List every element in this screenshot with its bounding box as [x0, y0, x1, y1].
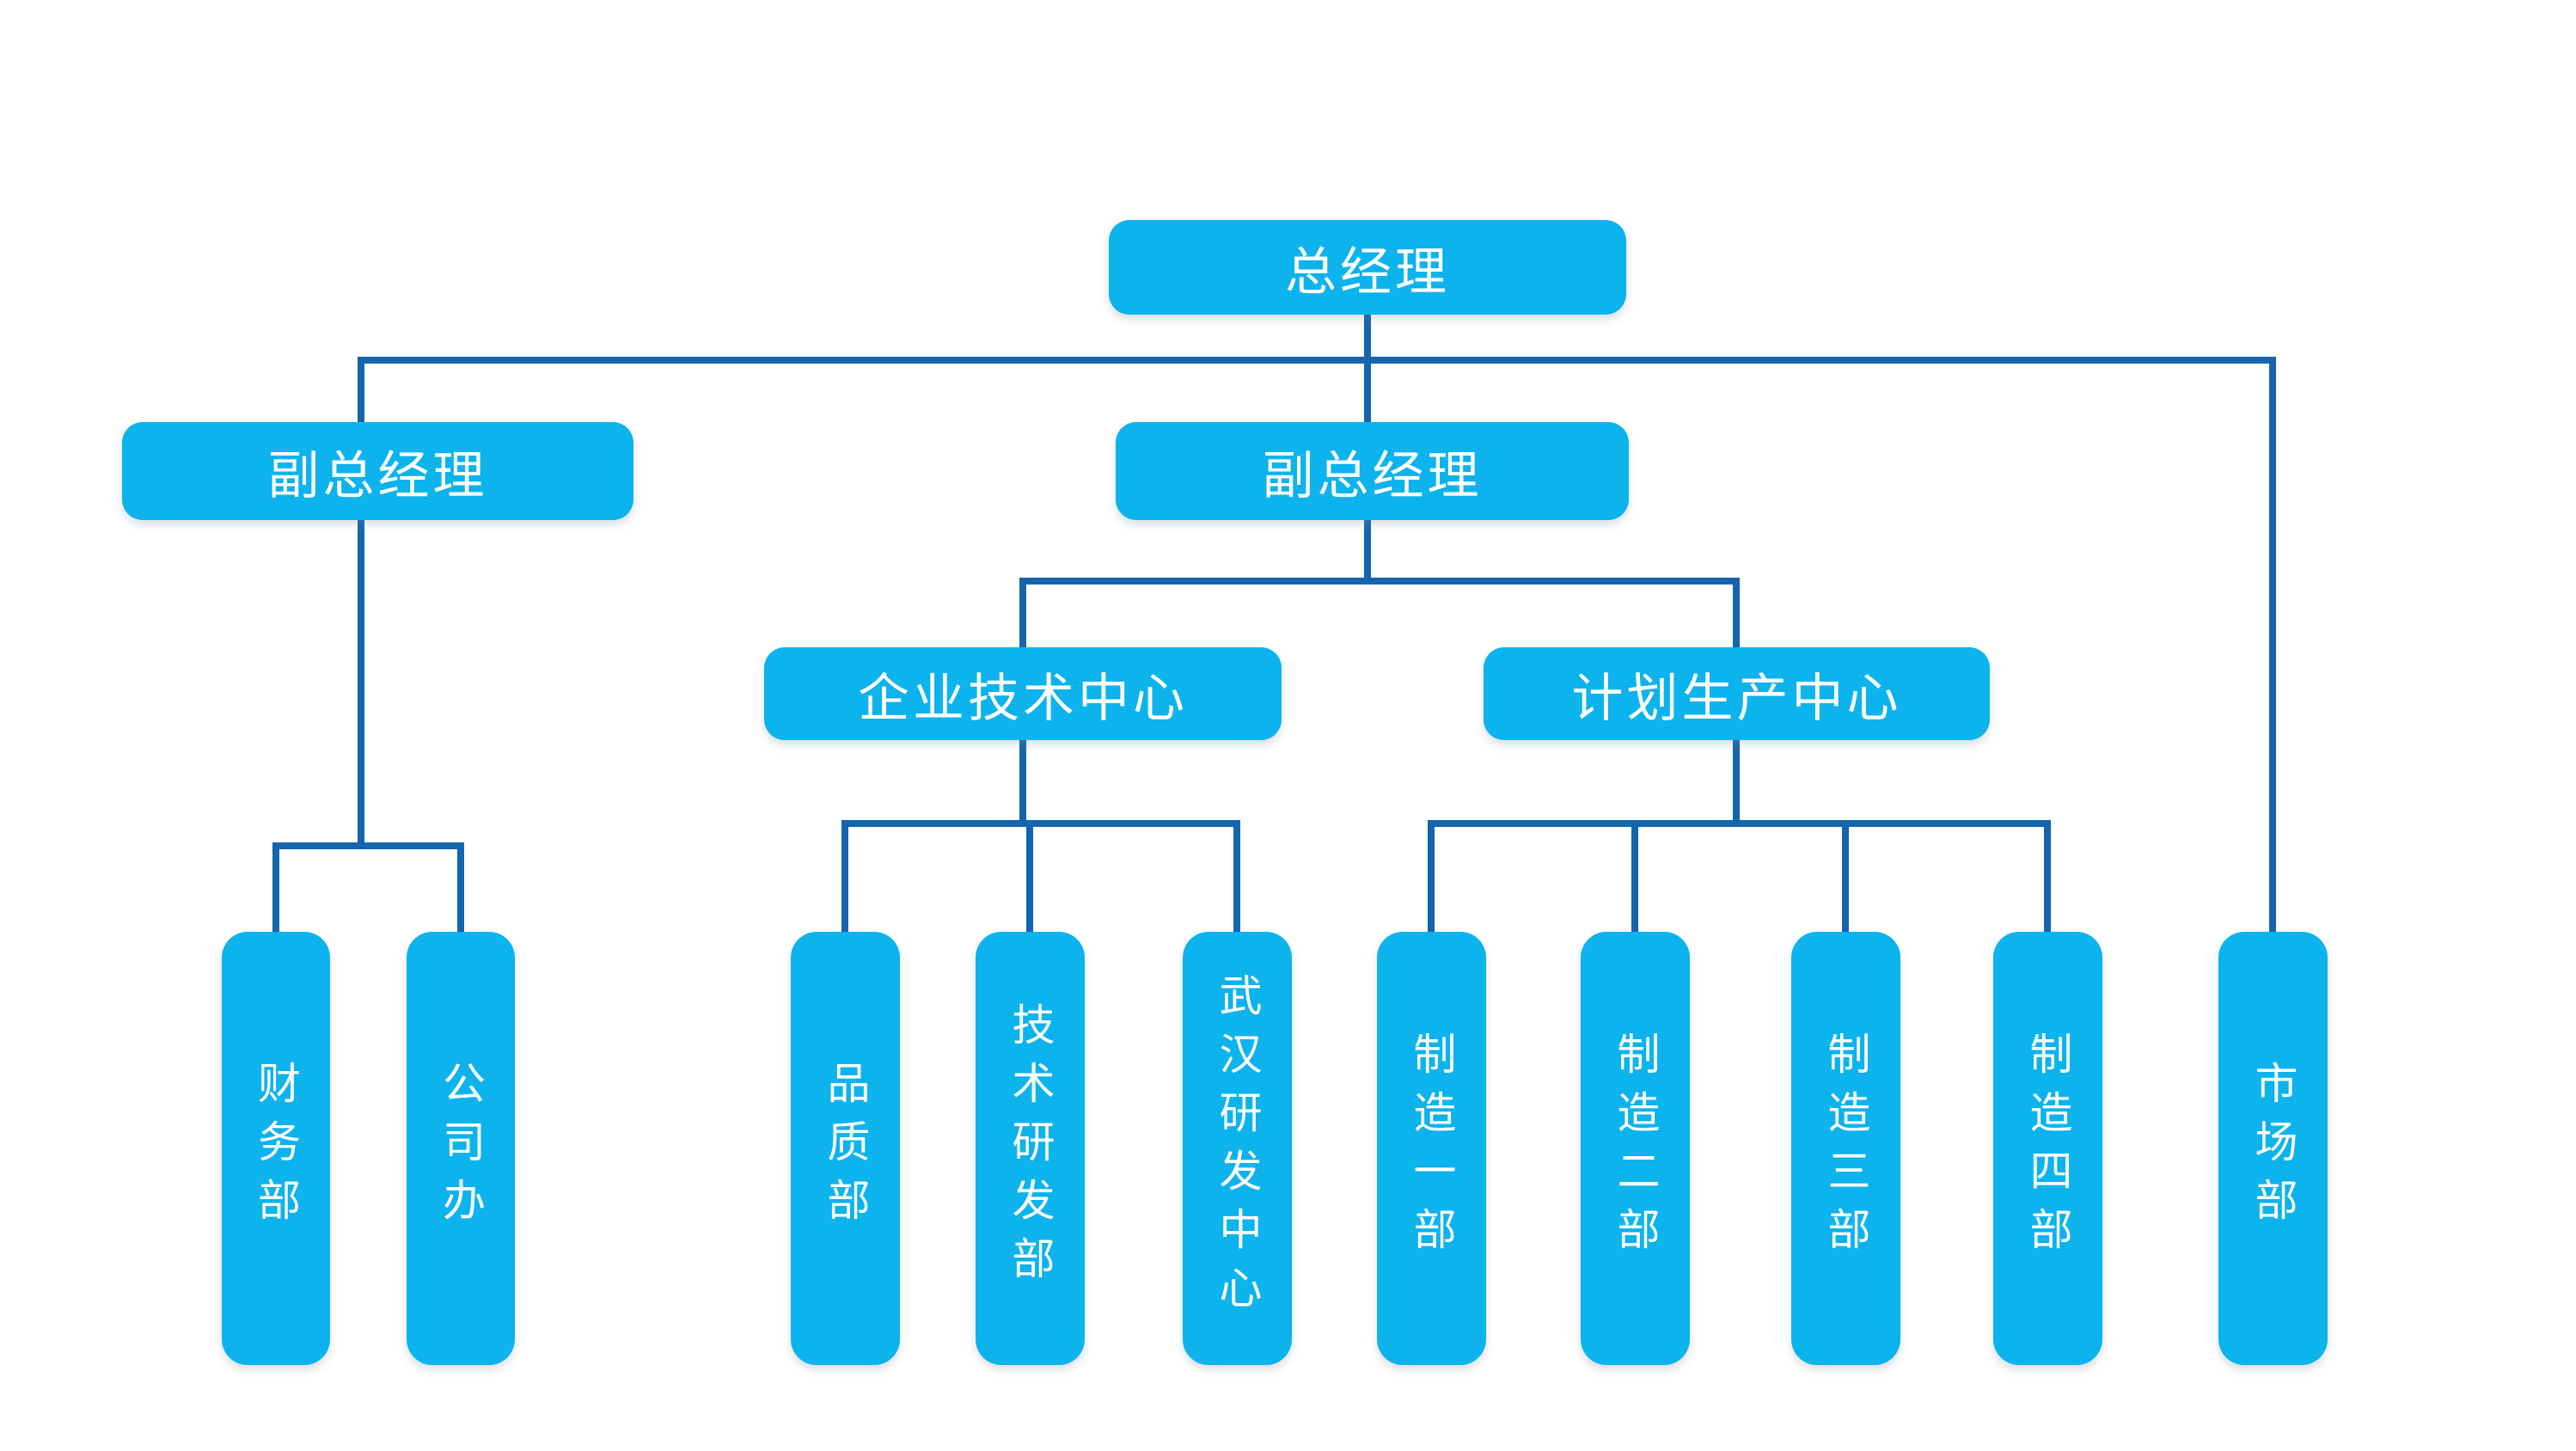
connector-gm-drop	[1364, 312, 1371, 364]
node-manufacturing-dept-3: 制造三部	[1791, 932, 1900, 1365]
node-planning-production-center: 计划生产中心	[1484, 647, 1990, 740]
connector-mid-horizontal	[1019, 578, 1740, 585]
connector-wuhan-drop	[1233, 820, 1240, 935]
node-enterprise-technology-center: 企业技术中心	[764, 647, 1282, 740]
connector-prod-down	[1733, 738, 1740, 823]
connector-prod-horizontal	[1428, 820, 2051, 827]
node-manufacturing-dept-4: 制造四部	[1993, 932, 2102, 1365]
connector-finance-drop	[272, 842, 279, 935]
node-deputy-general-manager-middle: 副总经理	[1116, 422, 1629, 520]
node-deputy-general-manager-left: 副总经理	[122, 422, 633, 520]
connector-mfg4-drop	[2044, 820, 2051, 935]
connector-left-horizontal	[272, 842, 464, 849]
connector-tech-center-drop	[1019, 578, 1026, 651]
connector-vp-mid-drop	[1364, 357, 1371, 427]
connector-quality-drop	[841, 820, 848, 935]
connector-vp-left-drop	[358, 357, 364, 427]
node-manufacturing-dept-1: 制造一部	[1377, 932, 1486, 1365]
node-company-office: 公司办	[407, 932, 515, 1365]
node-finance-dept: 财务部	[222, 932, 330, 1365]
connector-mfg3-drop	[1842, 820, 1849, 935]
node-manufacturing-dept-2: 制造二部	[1581, 932, 1690, 1365]
connector-tech-down	[1019, 738, 1026, 823]
connector-vp-mid-down	[1364, 518, 1371, 583]
connector-tech-horizontal	[841, 820, 1240, 827]
connector-vp-left-down	[358, 518, 364, 846]
connector-mfg2-drop	[1631, 820, 1638, 935]
node-tech-rnd-dept: 技术研发部	[976, 932, 1085, 1365]
connector-prod-center-drop	[1733, 578, 1740, 651]
connector-market-drop	[2269, 357, 2276, 935]
connector-mfg1-drop	[1428, 820, 1435, 935]
node-quality-dept: 品质部	[791, 932, 900, 1365]
connector-top-horizontal	[358, 357, 2276, 364]
connector-tech-rnd-drop	[1026, 820, 1033, 935]
node-general-manager: 总经理	[1109, 220, 1626, 315]
node-wuhan-rnd-center: 武汉研发中心	[1183, 932, 1292, 1365]
connector-office-drop	[457, 842, 464, 935]
node-marketing-dept: 市场部	[2218, 932, 2328, 1365]
